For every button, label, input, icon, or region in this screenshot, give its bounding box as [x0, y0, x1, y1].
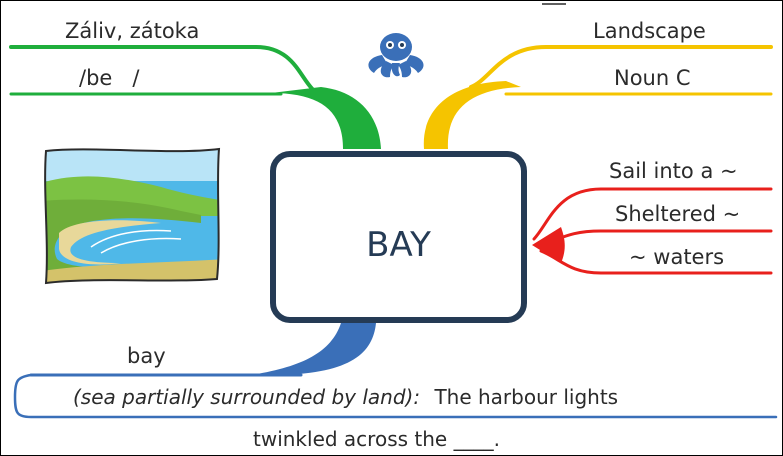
translation-text: Záliv, zátoka	[65, 19, 200, 43]
octopus-logo-icon	[368, 33, 424, 78]
collocation-item: ~ waters	[629, 245, 725, 269]
collocation-item: Sail into a ~	[609, 159, 738, 183]
pronunciation-text: /be /	[79, 66, 140, 90]
green-branch	[9, 45, 381, 149]
category-text: Landscape	[593, 19, 706, 43]
yellow-branch	[423, 45, 773, 149]
collocation-item: Sheltered ~	[615, 202, 741, 226]
central-word: BAY	[366, 225, 431, 265]
example-text-part1: The harbour lights	[434, 385, 619, 409]
red-branch	[532, 187, 773, 275]
definition-line: (sea partially surrounded by land): The …	[73, 384, 618, 410]
definition-text: (sea partially surrounded by land):	[73, 385, 421, 409]
headword-text: bay	[127, 344, 166, 368]
central-word-box: BAY	[270, 151, 527, 323]
grammar-text: Noun C	[614, 66, 691, 90]
bay-illustration-icon	[44, 147, 221, 285]
blue-branch	[13, 323, 778, 419]
example-text-part2: twinkled across the ____.	[253, 427, 500, 451]
